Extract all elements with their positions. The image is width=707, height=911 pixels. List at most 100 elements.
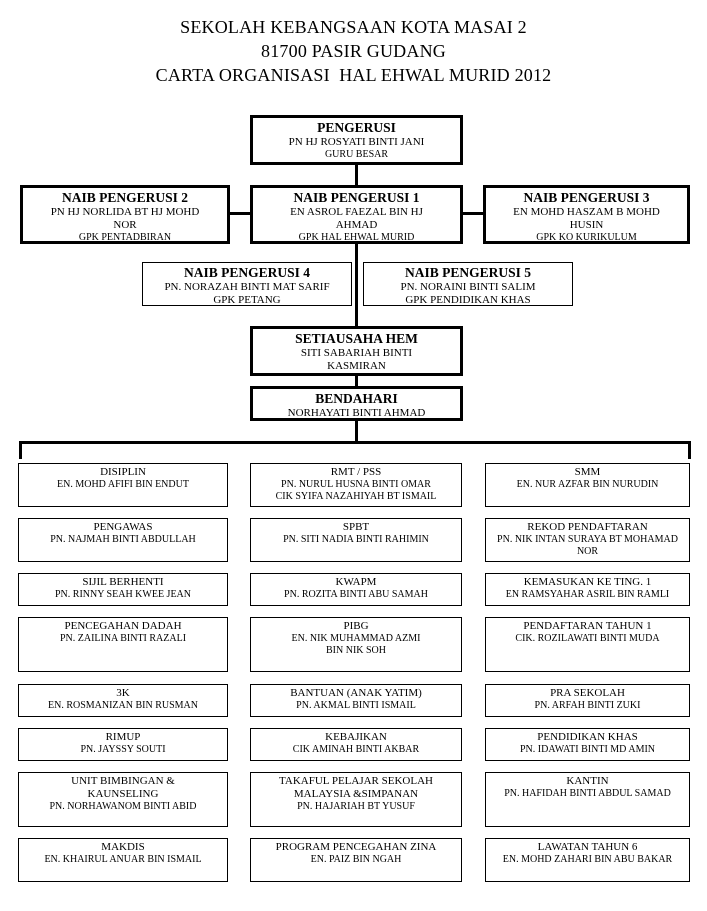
deputy-3-name-line-2: HUSIN (569, 219, 604, 231)
unit-title: SPBT (342, 521, 370, 533)
connector-np1-to-np2 (228, 212, 252, 215)
connector-bracket-right-stub (688, 441, 691, 459)
deputy-5-position: GPK PENDIDIKAN KHAS (405, 294, 531, 306)
unit-person: PN. NAJMAH BINTI ABDULLAH (50, 534, 196, 545)
title-line-school: SEKOLAH KEBANGSAAN KOTA MASAI 2 (180, 17, 527, 37)
connector-chairman-to-np1 (355, 165, 358, 187)
unit-person: PN. JAYSSY SOUTI (80, 744, 166, 755)
box-deputy-2[interactable]: NAIB PENGERUSI 2 PN HJ NORLIDA BT HJ MOH… (20, 185, 230, 244)
unit-title: PENGAWAS (93, 521, 153, 533)
unit-title: MAKDIS (101, 841, 145, 853)
unit-title: UNIT BIMBINGAN & (71, 775, 175, 787)
unit-title: BANTUAN (ANAK YATIM) (290, 687, 422, 699)
unit-title: PENDIDIKAN KHAS (537, 731, 638, 743)
unit-title: DISIPLIN (100, 466, 146, 478)
unit-title: LAWATAN TAHUN 6 (537, 841, 638, 853)
box-treasurer[interactable]: BENDAHARI NORHAYATI BINTI AHMAD (250, 386, 463, 421)
deputy-3-role: NAIB PENGERUSI 3 (523, 190, 650, 205)
connector-np1-to-secretary (355, 244, 358, 328)
unit-person: PN. SITI NADIA BINTI RAHIMIN (283, 534, 429, 545)
deputy-5-role: NAIB PENGERUSI 5 (404, 265, 532, 280)
unit-title: SIJIL BERHENTI (82, 576, 164, 588)
box-chairman[interactable]: PENGERUSI PN HJ ROSYATI BINTI JANI GURU … (250, 115, 463, 165)
unit-title: PROGRAM PENCEGAHAN ZINA (275, 841, 437, 853)
connector-secretary-to-treasurer (355, 376, 358, 386)
deputy-1-position: GPK HAL EHWAL MURID (298, 232, 415, 243)
deputy-5-name: PN. NORAINI BINTI SALIM (400, 281, 536, 293)
unit-title-line-2: KAUNSELING (87, 788, 159, 800)
connector-np1-to-np3 (461, 212, 485, 215)
unit-person: PN. AKMAL BINTI ISMAIL (296, 700, 416, 711)
unit-title: TAKAFUL PELAJAR SEKOLAH (279, 775, 433, 787)
connector-bracket-left-stub (19, 441, 22, 459)
unit-person: CIK SYIFA NAZAHIYAH BT ISMAIL (275, 491, 437, 502)
unit-person: PN. RINNY SEAH KWEE JEAN (54, 589, 191, 600)
deputy-2-name-line-2: NOR (113, 219, 137, 231)
treasurer-role: BENDAHARI (315, 391, 398, 406)
unit-person: CIK AMINAH BINTI AKBAR (292, 744, 420, 755)
unit-title: PIBG (343, 620, 369, 632)
unit-person: PN. HAFIDAH BINTI ABDUL SAMAD (504, 788, 671, 799)
deputy-2-role: NAIB PENGERUSI 2 (61, 190, 189, 205)
unit-title: 3K (116, 687, 130, 699)
unit-person: EN. NUR AZFAR BIN NURUDIN (516, 479, 659, 490)
deputy-2-name-line-1: PN HJ NORLIDA BT HJ MOHD (50, 206, 200, 218)
box-deputy-1[interactable]: NAIB PENGERUSI 1 EN ASROL FAEZAL BIN HJ … (250, 185, 463, 244)
unit-person: PN. IDAWATI BINTI MD AMIN (519, 744, 656, 755)
title-line-chart: CARTA ORGANISASI HAL EHWAL MURID 2012 (155, 64, 552, 85)
deputy-1-name-line-2: AHMAD (335, 219, 378, 231)
box-deputy-5[interactable]: NAIB PENGERUSI 5 PN. NORAINI BINTI SALIM… (363, 262, 573, 306)
unit-person: PN. NORHAWANOM BINTI ABID (49, 801, 197, 812)
unit-title: KWAPM (335, 576, 377, 588)
unit-person: EN. ROSMANIZAN BIN RUSMAN (47, 700, 198, 711)
unit-person: NOR (576, 546, 599, 557)
secretary-name-line-1: SITI SABARIAH BINTI (300, 347, 413, 359)
unit-title: PENCEGAHAN DADAH (64, 620, 182, 632)
unit-person: CIK. ROZILAWATI BINTI MUDA (515, 633, 660, 644)
unit-title: PRA SEKOLAH (550, 687, 625, 699)
treasurer-name: NORHAYATI BINTI AHMAD (287, 407, 426, 419)
chairman-role: PENGERUSI (317, 120, 396, 135)
page-title: SEKOLAH KEBANGSAAN KOTA MASAI 2 81700 PA… (0, 0, 707, 87)
unit-person: EN. NIK MUHAMMAD AZMI (291, 633, 421, 644)
box-deputy-3[interactable]: NAIB PENGERUSI 3 EN MOHD HASZAM B MOHD H… (483, 185, 690, 244)
unit-person: PN. HAJARIAH BT YUSUF (297, 801, 415, 812)
unit-box[interactable]: BANTUAN (ANAK YATIM)PN. AKMAL BINTI ISMA… (250, 684, 462, 717)
unit-person: EN RAMSYAHAR ASRIL BIN RAMLI (505, 589, 670, 600)
deputy-1-role: NAIB PENGERUSI 1 (293, 190, 420, 205)
box-secretary[interactable]: SETIAUSAHA HEM SITI SABARIAH BINTI KASMI… (250, 326, 463, 376)
unit-person: EN. PAIZ BIN NGAH (310, 854, 402, 865)
unit-title: RIMUP (105, 731, 141, 743)
unit-title-line-2: MALAYSIA &SIMPANAN (293, 788, 419, 800)
deputy-4-name: PN. NORAZAH BINTI MAT SARIF (164, 281, 330, 293)
unit-person: BIN NIK SOH (326, 645, 386, 656)
unit-person: PN. ARFAH BINTI ZUKI (534, 700, 641, 711)
chairman-position: GURU BESAR (324, 149, 389, 160)
deputy-1-name-line-1: EN ASROL FAEZAL BIN HJ (290, 206, 423, 218)
unit-title: PENDAFTARAN TAHUN 1 (523, 620, 652, 632)
box-deputy-4[interactable]: NAIB PENGERUSI 4 PN. NORAZAH BINTI MAT S… (142, 262, 352, 306)
